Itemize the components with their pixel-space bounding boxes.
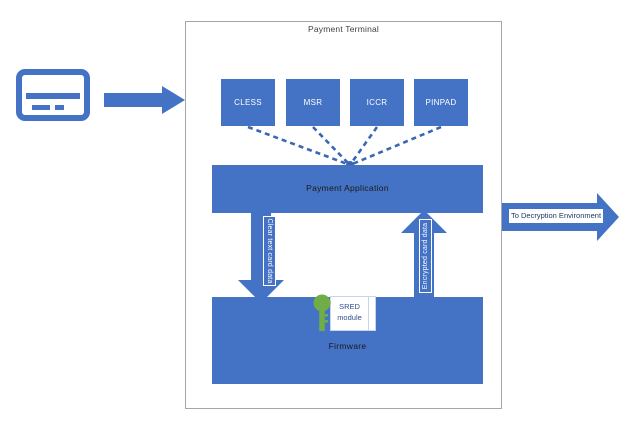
payment-application-label: Payment Application bbox=[306, 183, 389, 193]
device-label-iccr: ICCR bbox=[366, 98, 388, 107]
device-box-cless[interactable]: CLESS bbox=[221, 79, 275, 126]
payment-application-box[interactable]: Payment Application bbox=[212, 165, 483, 213]
device-box-pinpad[interactable]: PINPAD bbox=[414, 79, 468, 126]
card-input-arrow-icon bbox=[104, 85, 186, 115]
decryption-environment-label: To Decryption Environment bbox=[508, 208, 605, 224]
sred-module-label: SRED module bbox=[331, 302, 368, 323]
device-box-msr[interactable]: MSR bbox=[286, 79, 340, 126]
device-label-pinpad: PINPAD bbox=[425, 98, 457, 107]
sred-module-box[interactable]: SRED module bbox=[330, 296, 376, 331]
device-box-iccr[interactable]: ICCR bbox=[350, 79, 404, 126]
clear-text-flow-label: Clear text card data bbox=[263, 216, 276, 286]
payment-terminal-title: Payment Terminal bbox=[307, 24, 380, 34]
sred-module-label-line2: module bbox=[337, 312, 362, 322]
firmware-label: Firmware bbox=[328, 341, 367, 351]
device-label-cless: CLESS bbox=[234, 98, 262, 107]
sred-module-label-line1: SRED bbox=[339, 302, 360, 311]
encrypted-flow-label: Encrypted card data bbox=[419, 219, 432, 293]
device-label-msr: MSR bbox=[303, 98, 323, 107]
key-icon bbox=[313, 294, 331, 332]
sred-module-divider bbox=[368, 297, 369, 330]
clear-text-flow-arrow-icon bbox=[237, 212, 285, 304]
credit-card-icon bbox=[16, 69, 90, 121]
